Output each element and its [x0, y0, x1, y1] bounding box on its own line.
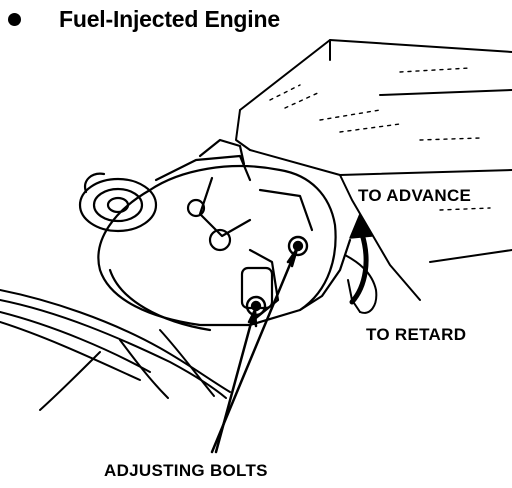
bullet-icon [8, 12, 21, 26]
wiring-harness [0, 289, 231, 411]
distributor-housing [78, 138, 352, 332]
heading-title: Fuel-Injected Engine [59, 5, 280, 32]
adjusting-bolts-label: ADJUSTING BOLTS [104, 461, 268, 480]
bolt-leader-lines [210, 247, 299, 454]
curved-rotation-arrow-icon [349, 213, 373, 305]
engine-block [235, 39, 512, 301]
to-advance-label: TO ADVANCE [358, 186, 472, 205]
adjusting-bolt-upper [287, 235, 309, 257]
to-retard-label: TO RETARD [366, 325, 467, 344]
page-heading: Fuel-Injected Engine [6, 2, 280, 36]
